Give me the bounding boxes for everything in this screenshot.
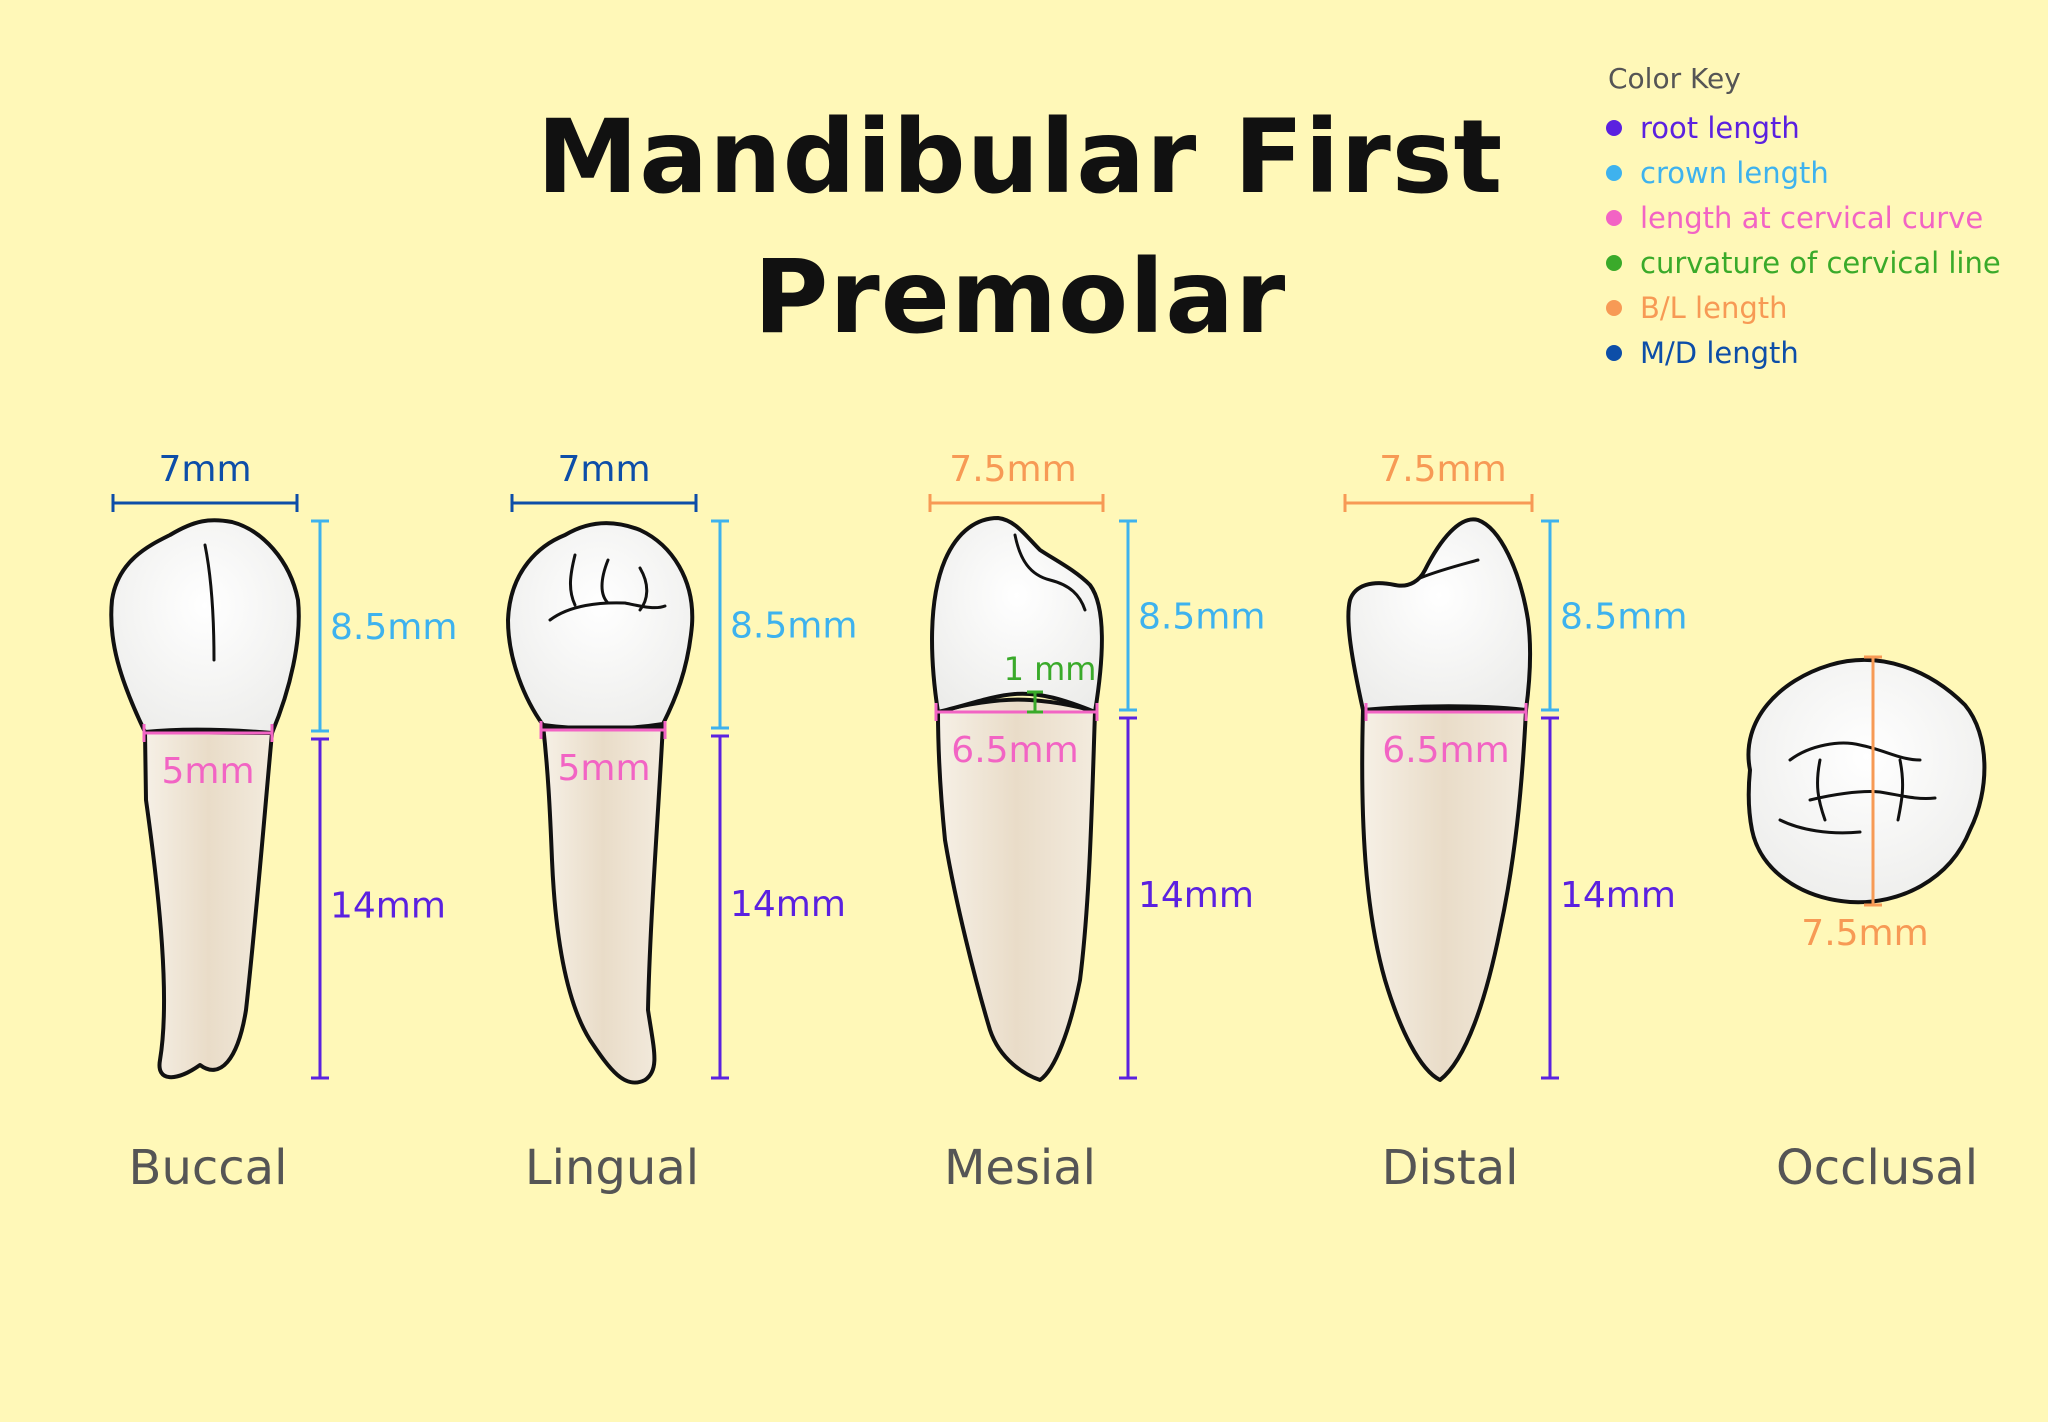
lingual-crown <box>506 521 695 731</box>
legend-dot-icon <box>1606 344 1622 361</box>
occlusal-groove-pattern <box>1778 741 1937 835</box>
mesial-cusp-ridge <box>1013 533 1087 612</box>
legend-label: B/L length <box>1640 290 1788 325</box>
occlusal-view <box>1746 657 1987 905</box>
distal-root-label: 14mm <box>1560 875 1676 916</box>
mesial-cervical-label: 6.5mm <box>951 730 1078 771</box>
view-label-buccal: Buccal <box>128 1140 288 1196</box>
legend-item-cervical-line-curvature: curvature of cervical line <box>1606 240 2001 285</box>
lingual-crown-groove <box>548 601 667 622</box>
legend-label: curvature of cervical line <box>1640 245 2001 280</box>
view-label-occlusal: Occlusal <box>1775 1140 1979 1196</box>
lingual-crown-label: 8.5mm <box>730 606 857 647</box>
legend-dot-icon <box>1606 209 1622 226</box>
distal-cervical-label: 6.5mm <box>1382 730 1509 771</box>
legend-label: M/D length <box>1640 335 1799 370</box>
legend-dot-icon <box>1606 299 1622 316</box>
title-line-2: Premolar <box>753 238 1287 357</box>
mesial-crown-label: 8.5mm <box>1138 597 1265 638</box>
title-line-1: Mandibular First <box>536 98 1504 217</box>
buccal-root <box>143 730 274 1080</box>
mesial-curvature-label: 1 mm <box>1004 650 1097 688</box>
legend-dot-icon <box>1606 164 1622 181</box>
buccal-crown-ridge <box>203 543 216 662</box>
mesial-cervical-curve <box>936 692 1097 714</box>
buccal-root-label: 14mm <box>330 886 446 927</box>
legend-label: root length <box>1640 110 1800 145</box>
view-label-mesial: Mesial <box>943 1140 1097 1196</box>
legend-item-root-length: root length <box>1606 105 2001 150</box>
distal-crown <box>1346 517 1533 712</box>
occlusal-outline <box>1746 657 1987 905</box>
mesial-root <box>936 697 1097 1082</box>
legend-dot-icon <box>1606 254 1622 271</box>
buccal-view <box>109 518 301 1080</box>
legend-label: crown length <box>1640 155 1829 190</box>
legend-item-bl-length: B/L length <box>1606 285 2001 330</box>
buccal-cervical-label: 5mm <box>161 751 254 792</box>
lingual-view <box>506 521 695 1085</box>
distal-crown-label: 8.5mm <box>1560 597 1687 638</box>
lingual-root <box>541 722 665 1085</box>
distal-cervical-line <box>1361 704 1528 712</box>
lingual-cervical-label: 5mm <box>557 748 650 789</box>
mesial-view <box>930 516 1104 1082</box>
color-key-legend: Color Key root length crown length lengt… <box>1606 62 2001 375</box>
legend-title: Color Key <box>1608 62 1741 95</box>
legend-dot-icon <box>1606 119 1622 136</box>
lingual-width-label: 7mm <box>557 449 650 490</box>
legend-item-cervical-curve: length at cervical curve <box>1606 195 2001 240</box>
lingual-root-label: 14mm <box>730 884 846 925</box>
view-label-lingual: Lingual <box>524 1140 700 1196</box>
lingual-cusp-fold-1 <box>569 553 649 612</box>
buccal-crown-label: 8.5mm <box>330 607 457 648</box>
buccal-width-label: 7mm <box>158 449 251 490</box>
distal-cusp-ridge <box>1418 558 1480 580</box>
distal-view <box>1346 517 1533 1082</box>
legend-label: length at cervical curve <box>1640 200 1984 235</box>
view-label-distal: Distal <box>1381 1140 1519 1196</box>
mesial-root-label: 14mm <box>1138 875 1254 916</box>
distal-root <box>1360 708 1528 1082</box>
mesial-width-label: 7.5mm <box>949 449 1076 490</box>
distal-width-label: 7.5mm <box>1379 449 1506 490</box>
legend-item-crown-length: crown length <box>1606 150 2001 195</box>
legend-item-md-length: M/D length <box>1606 330 2001 375</box>
measurement-layer: 7mm 8.5mm 14mm 5mm 7mm 8.5mm 14mm 5mm 7.5mm 8.5mm… <box>111 449 1929 1080</box>
occlusal-width-label: 7.5mm <box>1801 913 1928 954</box>
